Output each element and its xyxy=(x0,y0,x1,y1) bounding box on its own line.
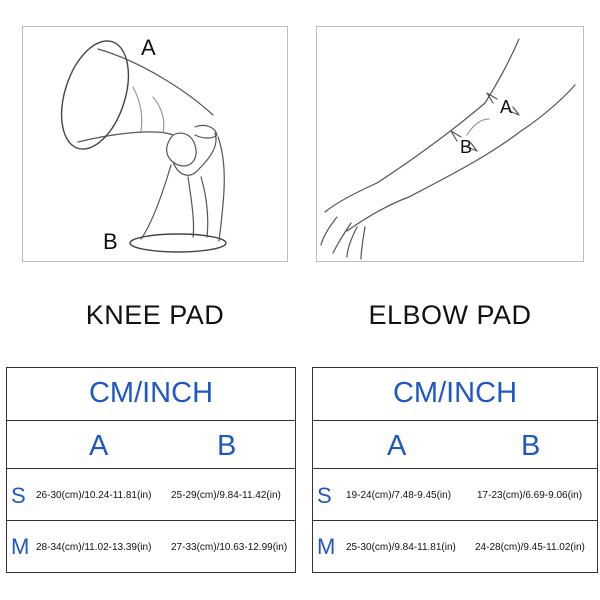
elbow-pad-caption: ELBOW PAD xyxy=(368,300,532,330)
elbow-illustration: A B xyxy=(320,38,576,260)
table-row: M 25-30(cm)/9.84-11.81(in) 24-28(cm)/9.4… xyxy=(313,521,597,572)
table-header-row: CM/INCH xyxy=(313,368,597,421)
size-label: M xyxy=(317,534,336,559)
unit-header: CM/INCH xyxy=(392,377,518,409)
knee-label-a: A xyxy=(141,35,156,60)
column-header-row: A B xyxy=(7,421,295,469)
size-b-value: 17-23(cm)/6.69-9.06(in) xyxy=(477,490,583,501)
table-row: S 26-30(cm)/10.24-11.81(in) 25-29(cm)/9.… xyxy=(7,469,295,521)
knee-label-b: B xyxy=(103,229,118,254)
elbow-illustration-panel: A B xyxy=(316,26,584,262)
size-a-value: 19-24(cm)/7.48-9.45(in) xyxy=(346,490,452,501)
size-a-value: 25-30(cm)/9.84-11.81(in) xyxy=(346,542,456,553)
column-b-header: B xyxy=(217,430,237,462)
size-b-value: 25-29(cm)/9.84-11.42(in) xyxy=(171,490,281,501)
size-a-value: 26-30(cm)/10.24-11.81(in) xyxy=(36,490,152,501)
table-row: M 28-34(cm)/11.02-13.39(in) 27-33(cm)/10… xyxy=(7,521,295,572)
knee-illustration-panel: A B xyxy=(22,26,288,262)
knee-illustration: A B xyxy=(60,35,227,254)
knee-size-table: CM/INCH A B S 26-30(cm)/10.24-11.81(in) … xyxy=(6,367,296,573)
size-label: S xyxy=(11,483,26,508)
column-a-header: A xyxy=(387,430,407,462)
size-label: M xyxy=(11,534,30,559)
elbow-label-a: A xyxy=(500,97,512,117)
column-b-header: B xyxy=(521,430,541,462)
elbow-label-b: B xyxy=(460,137,472,157)
size-b-value: 27-33(cm)/10.63-12.99(in) xyxy=(171,542,288,553)
elbow-size-table: CM/INCH A B S 19-24(cm)/7.48-9.45(in) 17… xyxy=(312,367,598,573)
unit-header: CM/INCH xyxy=(88,377,214,409)
size-a-value: 28-34(cm)/11.02-13.39(in) xyxy=(36,542,152,553)
table-header-row: CM/INCH xyxy=(7,368,295,421)
column-header-row: A B xyxy=(313,421,597,469)
table-row: S 19-24(cm)/7.48-9.45(in) 17-23(cm)/6.69… xyxy=(313,469,597,521)
size-label: S xyxy=(317,483,332,508)
knee-pad-caption: KNEE PAD xyxy=(85,300,225,330)
column-a-header: A xyxy=(89,430,109,462)
size-b-value: 24-28(cm)/9.45-11.02(in) xyxy=(475,542,585,553)
